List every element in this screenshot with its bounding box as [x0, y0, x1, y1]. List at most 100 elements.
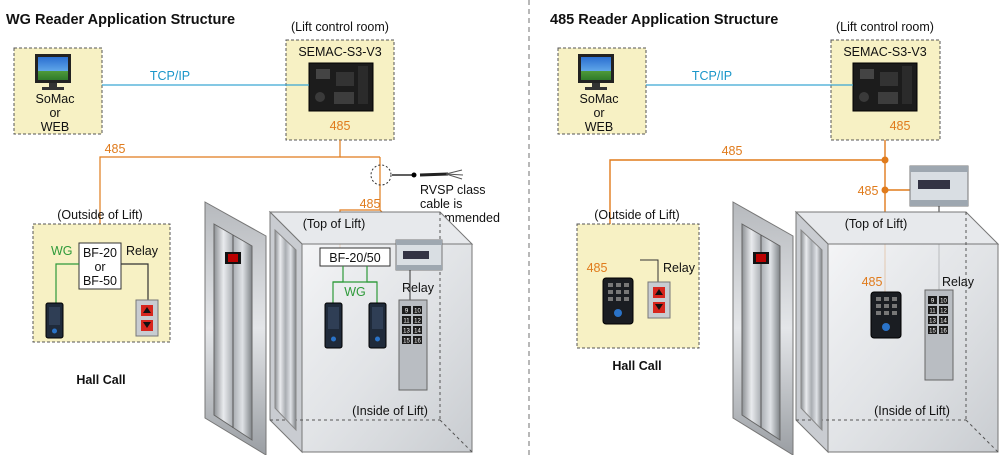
cable-icon — [419, 169, 464, 180]
left-floor-button-label: 14 — [414, 329, 421, 335]
relay-label: Relay — [126, 244, 159, 258]
monitor-icon — [35, 54, 71, 90]
controller-model: SEMAC-S3-V3 — [298, 45, 381, 59]
left-floor-button — [402, 306, 411, 314]
hall-call-label: Hall Call — [76, 373, 125, 387]
outside-lift-label-right: (Outside of Lift) — [594, 208, 679, 222]
right-floor-button-label: 10 — [940, 299, 947, 305]
relay-link — [121, 263, 149, 300]
bf-model-2: BF-50 — [83, 274, 117, 288]
wg-diagram-title: WG Reader Application Structure — [6, 12, 235, 28]
rs485-diagram-title: 485 Reader Application Structure — [550, 12, 778, 28]
module-485-label-right: 485 — [858, 184, 879, 198]
wg-diagram: WG Reader Application Structure (Lift co… — [6, 12, 500, 455]
inside-lift-label: (Inside of Lift) — [352, 404, 428, 418]
elevator-door-illustration — [204, 201, 267, 455]
control-room-label-right: (Lift control room) — [836, 20, 934, 34]
software-box — [13, 47, 103, 135]
relay-module-icon — [395, 239, 443, 271]
left-floor-button — [413, 306, 422, 314]
monitor-icon-right — [578, 54, 614, 90]
left-floor-button-label: 9 — [405, 309, 409, 315]
left-floor-button — [413, 316, 422, 324]
elevator-door-illustration-right — [732, 201, 794, 455]
software-or: or — [49, 106, 60, 120]
controller-model-right: SEMAC-S3-V3 — [843, 45, 926, 59]
hall-485-label-right: 485 — [587, 261, 608, 275]
left-floor-button-label: 12 — [414, 319, 421, 325]
floor-buttons-right: 9 10 11 12 13 14 15 16 — [928, 296, 948, 335]
rs485-diagram: 485 Reader Application Structure (Lift c… — [550, 12, 999, 455]
outside-lift-label: (Outside of Lift) — [57, 208, 142, 222]
inside-485-label-right: 485 — [862, 275, 883, 289]
left-floor-button-label: 15 — [403, 339, 410, 345]
left-floor-button-label: 16 — [414, 339, 421, 345]
elevator-cabin-illustration — [268, 210, 474, 454]
top-485-label: 485 — [360, 197, 381, 211]
inside-lift-label-right: (Inside of Lift) — [874, 404, 950, 418]
right-floor-button — [939, 296, 948, 304]
software-or-right: or — [593, 106, 604, 120]
right-floor-button — [939, 316, 948, 324]
left-floor-button — [413, 336, 422, 344]
floor-button-panel-icon — [398, 299, 428, 391]
cable-note-line2: cable is — [420, 197, 462, 211]
right-floor-button — [939, 326, 948, 334]
software-web: WEB — [41, 120, 69, 134]
right-floor-button — [928, 326, 937, 334]
relay-label-right: Relay — [663, 261, 696, 275]
relay-hall-link-right — [640, 259, 659, 285]
left-floor-button-label: 10 — [414, 309, 421, 315]
bf-top-label: BF-20/50 — [329, 251, 380, 265]
bf-top-box — [319, 247, 391, 267]
top-of-lift-label: (Top of Lift) — [303, 217, 366, 231]
relay-inside-label-right: Relay — [942, 275, 975, 289]
software-name: SoMac — [36, 92, 75, 106]
bus-485-label-right: 485 — [722, 144, 743, 158]
right-floor-button — [939, 306, 948, 314]
left-floor-button — [402, 326, 411, 334]
right-floor-button-label: 15 — [929, 329, 936, 335]
controller-485-label-right: 485 — [890, 119, 911, 133]
right-floor-button-label: 13 — [929, 319, 936, 325]
outside-lift-box-right — [576, 223, 700, 349]
software-web-right: WEB — [585, 120, 613, 134]
left-floor-button-label: 13 — [403, 329, 410, 335]
keypad-reader-icon — [602, 277, 634, 325]
inside-reader-2-icon — [368, 302, 387, 349]
left-floor-button — [402, 316, 411, 324]
rs485-bus — [99, 140, 341, 242]
wg-inside-label: WG — [344, 285, 366, 299]
right-floor-button — [928, 316, 937, 324]
bus-node-2 — [881, 186, 889, 194]
floor-button-panel-icon-right — [924, 289, 954, 381]
left-floor-button-label: 11 — [403, 319, 410, 325]
hall-call-button-icon — [135, 299, 159, 337]
controller-485-label: 485 — [330, 119, 351, 133]
control-room-label: (Lift control room) — [291, 20, 389, 34]
tcpip-label: TCP/IP — [150, 69, 190, 83]
right-floor-button-label: 9 — [931, 299, 935, 305]
right-floor-button-label: 12 — [940, 309, 947, 315]
hall-call-button-icon-right — [647, 281, 671, 319]
cable-callout-circle — [370, 164, 392, 186]
controller-board-icon-right — [852, 62, 918, 112]
right-floor-button-label: 14 — [940, 319, 947, 325]
right-floor-button — [928, 296, 937, 304]
right-floor-button-label: 16 — [940, 329, 947, 335]
bf-converter-box — [78, 242, 122, 290]
inside-keypad-reader-icon — [870, 291, 902, 339]
left-floor-button — [413, 326, 422, 334]
bus-node-1 — [881, 156, 889, 164]
left-floor-button — [402, 336, 411, 344]
right-floor-button-label: 11 — [929, 309, 936, 315]
controller-board-icon — [308, 62, 374, 112]
right-floor-button — [928, 306, 937, 314]
hall-call-label-right: Hall Call — [612, 359, 661, 373]
bf-model-1: BF-20 — [83, 246, 117, 260]
bus-485-label: 485 — [105, 142, 126, 156]
relay-inside-label: Relay — [402, 281, 435, 295]
cable-note-line1: RVSP class — [420, 183, 486, 197]
wg-label: WG — [51, 244, 73, 258]
software-name-right: SoMac — [580, 92, 619, 106]
